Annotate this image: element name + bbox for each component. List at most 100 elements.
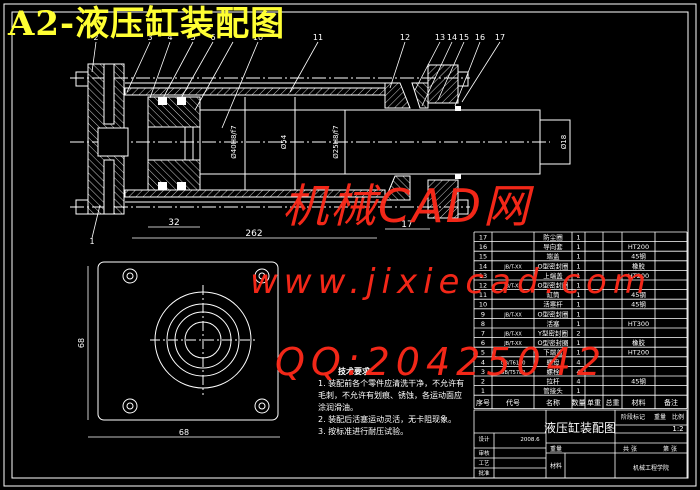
dimension-rod: Ø25H8/f7 — [332, 125, 340, 158]
design-date: 2008.6 — [520, 437, 540, 443]
bom-cell: 活塞杆 — [543, 300, 563, 309]
bom-cell: HT300 — [628, 320, 649, 328]
weight-label: 重量 — [550, 445, 562, 453]
cylinder-section-view — [70, 41, 571, 438]
bom-cell: 活塞 — [547, 319, 561, 328]
bom-header: 数量 — [572, 398, 586, 407]
bom-cell: JB/T-XX — [503, 284, 522, 290]
bom-header: 单重 — [587, 398, 601, 407]
bom-cell: 橡胶 — [632, 261, 646, 270]
bom-cell: JB/T-XX — [503, 341, 522, 347]
bom-cell: 10 — [479, 301, 487, 309]
bom-cell: 上端盖 — [543, 271, 563, 280]
sheet-label: 共 张 — [623, 445, 637, 453]
material-label: 材料 — [550, 462, 562, 470]
bom-cell: JB/T-XX — [503, 264, 522, 270]
bom-cell: 1 — [576, 282, 580, 290]
bom-cell: 1 — [576, 253, 580, 261]
bom-cell: 17 — [479, 234, 487, 242]
sheet-index-label: 第 张 — [663, 445, 677, 453]
drawing-name: 液压缸装配图 — [544, 420, 616, 435]
bom-cell: 6 — [481, 339, 485, 347]
bom-cell: 2 — [481, 378, 485, 386]
bom-cell: 1 — [576, 310, 580, 318]
bom-cell: 螺母 — [547, 357, 561, 366]
bom-cell: 45钢 — [631, 253, 646, 261]
bom-cell: O型密封圈 — [537, 281, 568, 290]
balloon-label: 10 — [253, 33, 263, 42]
bom-cell: 缸筒 — [547, 290, 561, 299]
bom-cell: 防尘圈 — [543, 233, 563, 242]
bom-header: 备注 — [664, 398, 678, 407]
bom-cell: 2 — [576, 330, 580, 338]
bom-cell: 1 — [576, 301, 580, 309]
bom-cell: 4 — [576, 358, 580, 366]
drawing-title: A2-液压缸装配图 — [8, 4, 286, 44]
bom-header: 序号 — [476, 398, 490, 407]
bom-cell: 15 — [479, 253, 487, 261]
bom-cell: 13 — [479, 272, 487, 280]
bom-cell: 1 — [576, 262, 580, 270]
scale-value: 1:2 — [672, 425, 683, 433]
balloon-label: 4 — [167, 33, 172, 42]
bom-cell: 4 — [576, 368, 580, 376]
bom-cell: O型密封圈 — [537, 261, 568, 270]
school-name: 机械工程学院 — [633, 464, 669, 472]
bom-cell: 9 — [481, 310, 485, 318]
designer-label: 设计 — [478, 435, 490, 443]
watermark-qq: QQ:20425042 — [275, 340, 608, 384]
bom-cell: 1 — [576, 272, 580, 280]
bom-cell: 3 — [481, 368, 485, 376]
balloon-label: 15 — [459, 33, 469, 42]
dimension-rod-end: Ø18 — [560, 135, 568, 149]
dimension-bore: Ø40H8/f7 — [230, 125, 238, 158]
checker-label: 审核 — [478, 449, 490, 457]
bom-cell: O型密封圈 — [537, 338, 568, 347]
balloon-label: 11 — [313, 33, 323, 42]
balloon-label: 17 — [495, 33, 505, 42]
bom-cell: 8 — [481, 320, 485, 328]
balloon-label: 16 — [475, 33, 485, 42]
bom-cell: 4 — [576, 378, 580, 386]
dimension-tube: Ø54 — [280, 134, 288, 149]
bom-cell: 12 — [479, 282, 487, 290]
balloon-label: 14 — [447, 33, 457, 42]
bom-cell: GB/T6170 — [501, 360, 526, 366]
bom-cell: 下端盖 — [543, 348, 563, 357]
technical-requirements: 技术要求 1. 装配前各个零件应清洗干净，不允许有毛刺，不允许有划痕、锈蚀，各运… — [318, 366, 468, 438]
flange-plan-view — [97, 261, 279, 421]
bom-cell: 7 — [481, 330, 485, 338]
process-label: 工艺 — [478, 460, 490, 467]
balloon-label: 5 — [190, 33, 195, 42]
bom-header: 代号 — [506, 398, 520, 407]
bom-cell: JB/T-XX — [503, 312, 522, 318]
bom-cell: 管接头 — [543, 386, 563, 395]
scale-label: 比例 — [672, 413, 684, 421]
bom-cell: 1 — [481, 387, 485, 395]
bom-cell: 5 — [481, 349, 485, 357]
bom-cell: 45钢 — [631, 291, 646, 299]
watermark-site: www.jixiecad.com — [250, 262, 652, 302]
balloon-label: 1 — [89, 237, 94, 246]
bom-cell: 45钢 — [631, 301, 646, 309]
tech-item: 3. 按标准进行耐压试验。 — [318, 427, 409, 436]
bom-cell: 拉杆 — [547, 377, 561, 386]
bom-cell: JB/T-XX — [503, 332, 522, 338]
bom-header: 总重 — [606, 398, 620, 407]
balloon-label: 13 — [435, 33, 445, 42]
bom-cell: Y型密封圈 — [537, 329, 568, 338]
bom-cell: 1 — [576, 387, 580, 395]
bom-cell: 11 — [479, 291, 487, 299]
bom-cell: 1 — [576, 320, 580, 328]
balloon-label: 2 — [93, 33, 98, 42]
bom-cell: HT200 — [628, 243, 649, 251]
weight-label: 重量 — [654, 413, 666, 421]
approver-label: 批准 — [478, 469, 490, 477]
bom-cell: 1 — [576, 339, 580, 347]
bom-header: 材料 — [632, 398, 646, 407]
dimension-plate-width: 68 — [179, 428, 189, 437]
dimension-plate-height: 68 — [77, 338, 86, 348]
bom-cell: 1 — [576, 243, 580, 251]
